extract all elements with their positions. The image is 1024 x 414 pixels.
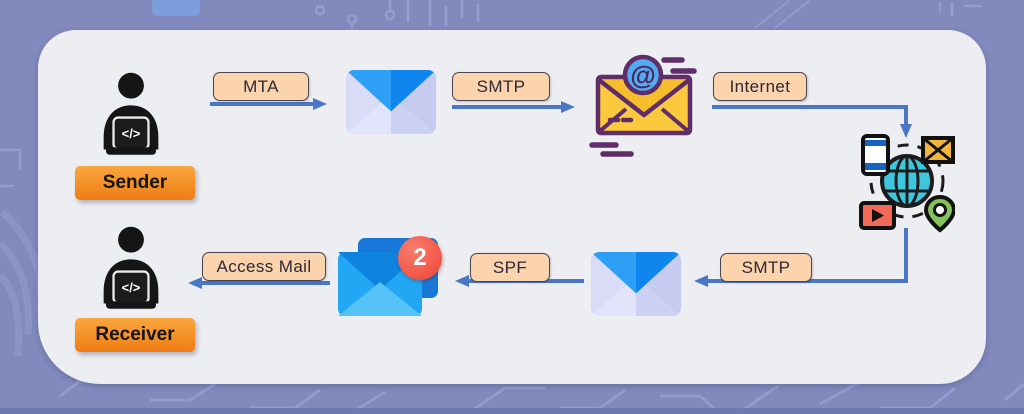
unread-count-badge: 2 xyxy=(398,236,442,280)
mail-icon xyxy=(921,136,955,164)
smtp-inbound-label-chip: SMTP xyxy=(720,253,812,282)
outgoing-mail-icon xyxy=(345,70,437,134)
incoming-mail-icon xyxy=(590,252,682,316)
inbox-stack-icon: 2 xyxy=(334,236,448,326)
sender-user-icon: </> xyxy=(103,72,159,155)
smtp-outbound-label-chip: SMTP xyxy=(452,72,550,101)
access-mail-label-chip: Access Mail xyxy=(202,252,326,281)
email-at-icon: @ xyxy=(589,54,697,157)
video-play-icon xyxy=(859,201,896,230)
location-pin-icon xyxy=(923,194,955,233)
spf-label-chip: SPF xyxy=(470,253,550,282)
receiver-user-icon: </> xyxy=(103,226,159,309)
smartphone-icon xyxy=(861,134,890,176)
internet-globe-icon xyxy=(859,134,955,233)
sender-node-label: Sender xyxy=(75,166,195,200)
at-symbol-glyph: @ xyxy=(630,60,655,90)
top-blue-tab xyxy=(152,0,200,16)
laptop-code-glyph: </> xyxy=(122,280,141,295)
arrow-internet xyxy=(712,105,912,138)
receiver-node-label: Receiver xyxy=(75,318,195,352)
mta-label-chip: MTA xyxy=(213,72,309,101)
internet-label-chip: Internet xyxy=(713,72,807,101)
laptop-code-glyph: </> xyxy=(122,126,141,141)
